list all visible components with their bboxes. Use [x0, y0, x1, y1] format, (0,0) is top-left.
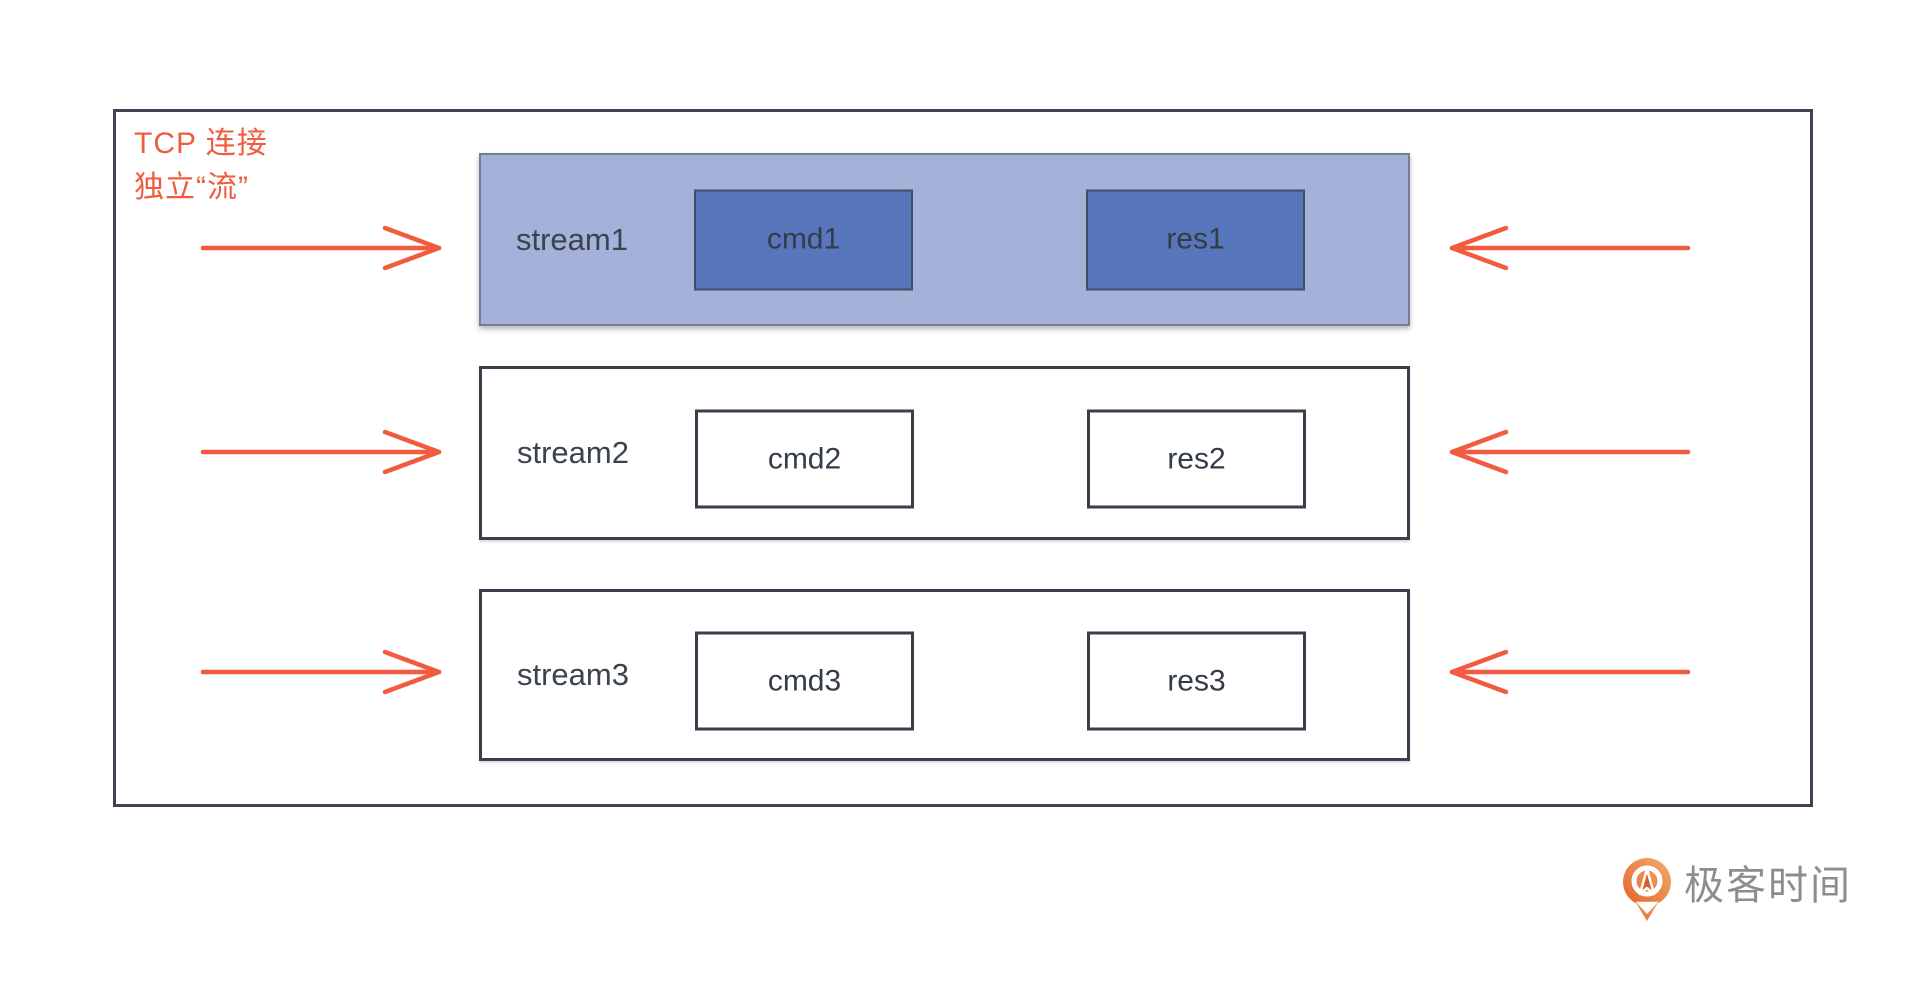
- res1-label: res1: [1166, 222, 1225, 256]
- stream1-row: stream1 cmd1 res1: [479, 153, 1410, 326]
- res3-label: res3: [1167, 664, 1226, 697]
- stream1-return-arrow-icon: [1448, 216, 1692, 280]
- stream2-inbound-arrow-icon: [199, 420, 443, 484]
- cmd3-box: cmd3: [695, 631, 914, 731]
- cmd1-box: cmd1: [694, 189, 913, 290]
- geektime-logo-icon: [1622, 857, 1672, 925]
- cmd2-box: cmd2: [695, 409, 914, 509]
- res2-label: res2: [1167, 442, 1226, 475]
- stream3-return-arrow-icon: [1448, 640, 1692, 704]
- cmd3-label: cmd3: [767, 664, 842, 697]
- stream1-label: stream1: [516, 221, 628, 257]
- geektime-logo-text: 极客时间: [1684, 864, 1852, 908]
- stream3-inbound-arrow-icon: [199, 640, 443, 704]
- res2-box: res2: [1087, 409, 1306, 509]
- res3-box: res3: [1087, 631, 1306, 731]
- tcp-annotation-line2: 独立“流”: [134, 171, 249, 204]
- stream3-label: stream3: [517, 657, 629, 692]
- tcp-annotation-line1: TCP 连接: [134, 127, 268, 160]
- stream3-row: stream3 cmd3 res3: [479, 589, 1410, 761]
- res1-box: res1: [1086, 189, 1305, 290]
- tcp-annotation: TCP 连接 独立“流”: [134, 122, 268, 210]
- stream2-return-arrow-icon: [1448, 420, 1692, 484]
- cmd2-label: cmd2: [767, 442, 842, 475]
- stream1-inbound-arrow-icon: [199, 216, 443, 280]
- stream2-label: stream2: [517, 435, 629, 470]
- cmd1-label: cmd1: [766, 222, 841, 256]
- geektime-logo: 极客时间: [1622, 857, 1852, 925]
- stream2-row: stream2 cmd2 res2: [479, 366, 1410, 540]
